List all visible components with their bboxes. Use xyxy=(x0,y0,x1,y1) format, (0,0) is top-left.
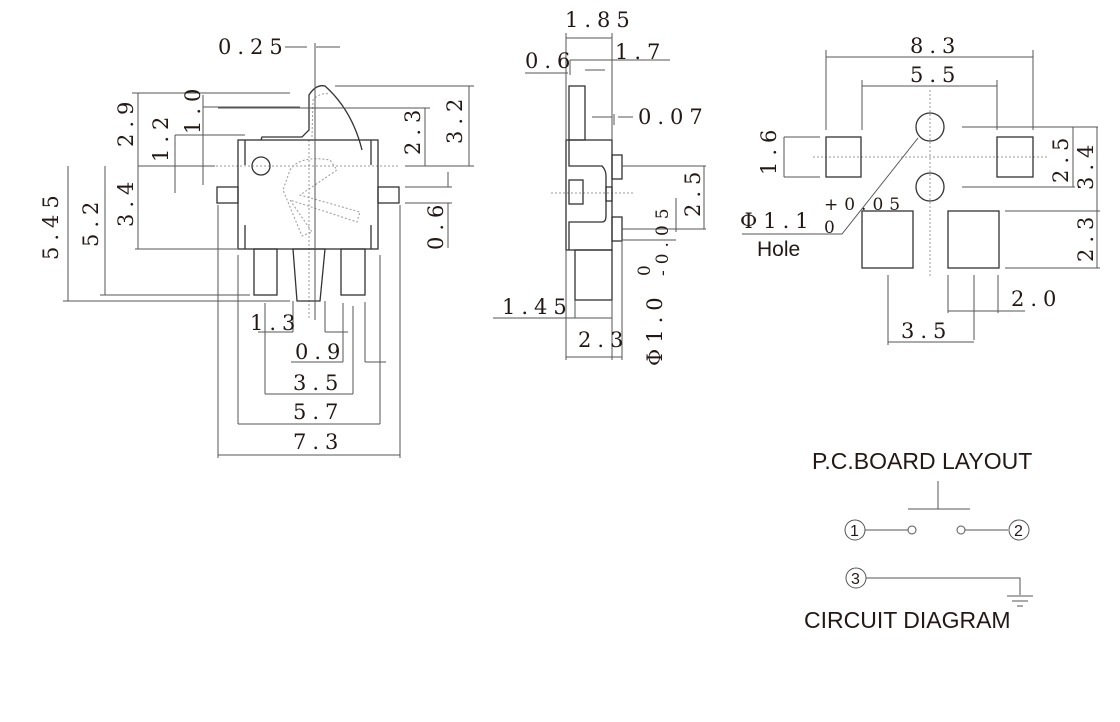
terminal-2-label: 2 xyxy=(1014,523,1023,540)
dim-width-2-3: 2.3 xyxy=(578,328,629,352)
side-body xyxy=(565,139,613,251)
dim-width-1-3: 1.3 xyxy=(250,311,301,335)
side-detent xyxy=(605,186,613,202)
dim-width-0-07: 0.07 xyxy=(638,105,709,129)
front-view: 0.25 2.9 1.2 1.0 3.4 5.2 5.45 2.3 3.2 0.… xyxy=(39,35,474,458)
terminal-1-circle xyxy=(844,519,866,541)
contact-1 xyxy=(907,525,917,535)
pad-top-left xyxy=(825,136,862,178)
pin-left xyxy=(253,248,278,296)
dim-height-5-2: 5.2 xyxy=(79,196,103,247)
side-view: 1.85 0.6 1.7 0.07 2.5 1.45 2.3 Φ1.0 0 -0… xyxy=(493,8,709,366)
switch-body xyxy=(237,139,379,250)
pin-center xyxy=(292,248,326,302)
dim-width-0-9: 0.9 xyxy=(295,340,346,364)
dim-width-5-7: 5.7 xyxy=(293,400,344,424)
terminal-3-circle xyxy=(845,567,867,589)
dim-width-1-85: 1.85 xyxy=(565,8,636,32)
terminal-2-circle xyxy=(1008,519,1030,541)
dimension-lines xyxy=(742,50,1100,345)
dim-height-2-5: 2.5 xyxy=(1049,132,1073,183)
side-tab-right xyxy=(377,186,400,204)
hole-mark xyxy=(251,156,271,176)
dim-height-3-4: 3.4 xyxy=(1074,139,1098,190)
actuator-lever xyxy=(260,85,363,151)
side-slot xyxy=(568,140,607,250)
pad-bottom-right xyxy=(947,210,1000,269)
hole-label: Hole xyxy=(757,238,800,261)
terminal-1-label: 1 xyxy=(850,523,859,540)
dim-width-5-5: 5.5 xyxy=(910,63,961,87)
dim-height-5-45: 5.45 xyxy=(39,189,63,260)
boss-bottom xyxy=(611,216,623,242)
dim-height-2-9: 2.9 xyxy=(114,96,138,147)
dim-width-1-7: 1.7 xyxy=(615,40,666,64)
circuit-diagram: 1 2 3 CIRCUIT DIAGRAM xyxy=(804,481,1033,633)
dim-width-0-6: 0.6 xyxy=(525,49,576,73)
dim-tab-0-6: 0.6 xyxy=(424,199,448,250)
dim-boss-tol-minus: -0.05 xyxy=(653,202,673,276)
pcb-layout: 8.3 5.5 1.6 2.5 3.4 2.3 2.0 3.5 Φ1.1 +0.… xyxy=(740,34,1100,474)
circuit-diagram-title: CIRCUIT DIAGRAM xyxy=(804,607,1011,633)
dim-height-3-4: 3.4 xyxy=(114,176,138,227)
side-pin xyxy=(574,249,613,301)
dim-height-2-3: 2.3 xyxy=(1074,211,1098,262)
dim-width-8-3: 8.3 xyxy=(910,34,961,58)
center-lines xyxy=(813,90,1047,278)
dim-height-1-2: 1.2 xyxy=(149,111,173,162)
dim-width-3-5: 3.5 xyxy=(293,371,344,395)
dim-height-2-5: 2.5 xyxy=(681,166,705,217)
dim-boss-diameter: Φ1.0 xyxy=(643,291,667,366)
side-tab-left xyxy=(216,186,239,204)
dim-boss-tol-plus: 0 xyxy=(635,259,655,276)
dimension-lines xyxy=(493,33,706,360)
circuit-lines xyxy=(865,481,1033,607)
contact-2 xyxy=(956,525,966,535)
dim-width-2-0: 2.0 xyxy=(1011,287,1062,311)
hole-tol-plus: +0.05 xyxy=(824,195,906,215)
boss-top xyxy=(611,154,623,180)
dim-height-1-6: 1.6 xyxy=(757,124,781,175)
internal-spring xyxy=(282,93,361,237)
hole-diameter: Φ1.1 xyxy=(740,209,815,233)
side-lever xyxy=(568,85,586,141)
hole-top xyxy=(915,112,945,142)
side-slide xyxy=(568,179,584,205)
dim-height-3-2: 3.2 xyxy=(443,93,467,144)
dimension-lines xyxy=(63,43,474,458)
dim-height-1-0: 1.0 xyxy=(181,83,205,134)
pin-right xyxy=(340,248,366,296)
hole-tol-minus: 0 xyxy=(824,218,841,238)
hole-bottom xyxy=(915,172,945,202)
dim-width-1-45: 1.45 xyxy=(502,295,573,319)
dim-width-3-5: 3.5 xyxy=(901,319,952,343)
dim-lever-width: 0.25 xyxy=(218,35,289,59)
dim-width-7-3: 7.3 xyxy=(293,430,344,454)
pad-top-right xyxy=(996,136,1034,178)
pad-bottom-left xyxy=(861,210,914,269)
dim-height-2-3: 2.3 xyxy=(401,104,425,155)
pcb-layout-title: P.C.BOARD LAYOUT xyxy=(812,448,1032,474)
terminal-3-label: 3 xyxy=(851,571,860,588)
